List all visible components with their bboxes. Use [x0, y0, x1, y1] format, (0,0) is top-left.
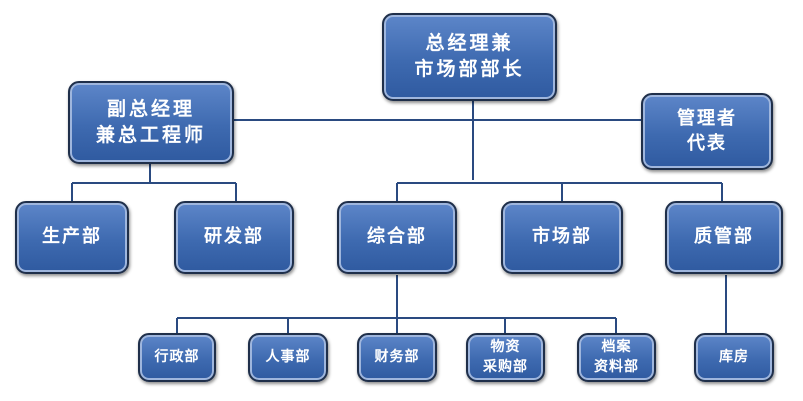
node-admin-dept: 行政部: [138, 333, 216, 382]
node-rnd-dept: 研发部: [174, 201, 294, 274]
node-quality-dept-label: 质管部: [694, 226, 754, 248]
node-general-manager: 总经理兼 市场部部长: [382, 13, 557, 101]
node-archives-dept-line1: 档案: [601, 338, 632, 355]
node-deputy-gm: 副总经理 兼总工程师: [68, 81, 234, 164]
node-management-representative-line2: 代表: [687, 132, 727, 154]
node-hr-dept: 人事部: [248, 333, 328, 382]
node-management-representative: 管理者 代表: [641, 93, 773, 170]
node-general-dept-label: 综合部: [367, 226, 427, 248]
node-procurement-dept: 物资 采购部: [466, 333, 545, 382]
node-hr-dept-label: 人事部: [265, 348, 311, 365]
node-quality-dept: 质管部: [665, 201, 783, 274]
node-production-dept: 生产部: [15, 201, 129, 274]
node-production-dept-label: 生产部: [42, 226, 102, 248]
node-deputy-gm-line2: 兼总工程师: [95, 123, 206, 146]
node-warehouse: 库房: [694, 333, 774, 382]
node-admin-dept-label: 行政部: [154, 348, 200, 365]
node-general-dept: 综合部: [337, 201, 457, 274]
node-finance-dept: 财务部: [357, 333, 437, 382]
node-procurement-dept-line2: 采购部: [483, 358, 528, 375]
node-deputy-gm-line1: 副总经理: [106, 97, 195, 120]
node-rnd-dept-label: 研发部: [204, 226, 264, 248]
node-procurement-dept-line1: 物资: [490, 338, 521, 355]
node-general-manager-line1: 总经理兼: [425, 32, 514, 55]
node-finance-dept-label: 财务部: [374, 348, 420, 365]
node-management-representative-line1: 管理者: [677, 108, 737, 130]
node-warehouse-label: 库房: [719, 348, 749, 365]
node-market-dept: 市场部: [501, 201, 623, 274]
node-archives-dept: 档案 资料部: [577, 333, 656, 382]
node-archives-dept-line2: 资料部: [594, 358, 639, 375]
node-general-manager-line2: 市场部部长: [414, 58, 525, 80]
node-market-dept-label: 市场部: [532, 226, 592, 248]
